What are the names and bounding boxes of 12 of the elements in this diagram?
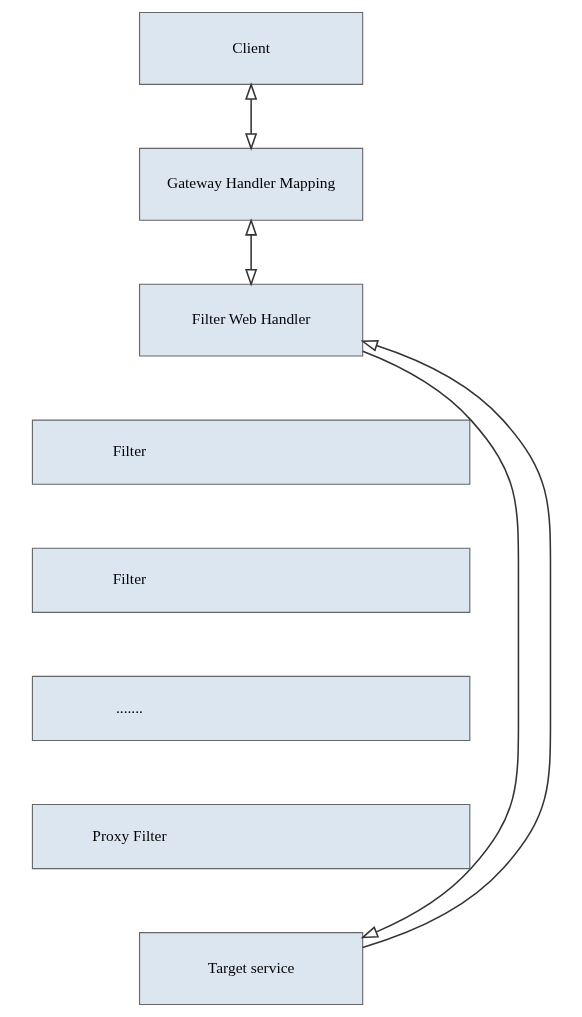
- node-box: Target service: [138, 932, 363, 1005]
- node-box: .......: [31, 675, 470, 741]
- arrow: [360, 350, 519, 939]
- node-box: Gateway Handler Mapping: [138, 147, 363, 221]
- node-box: Proxy Filter: [31, 804, 470, 870]
- node-box: Client: [138, 12, 363, 85]
- arrow: [360, 339, 551, 949]
- arrow: [244, 82, 257, 151]
- node-box: Filter: [31, 547, 470, 613]
- arrow: [244, 218, 257, 287]
- node-box: Filter: [31, 419, 470, 485]
- node-box: Filter Web Handler: [138, 283, 363, 357]
